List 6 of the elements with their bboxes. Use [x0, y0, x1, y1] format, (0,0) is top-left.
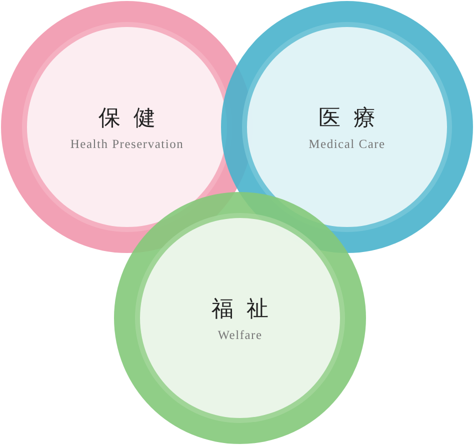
circle-subtitle: Welfare: [218, 328, 262, 342]
circle-title: 福祉: [211, 296, 282, 324]
circle-title: 保健: [98, 104, 169, 132]
circle-subtitle: Health Preservation: [70, 136, 184, 152]
circle-title: 医療: [318, 104, 389, 132]
circle-subtitle: Medical Care: [308, 136, 386, 152]
